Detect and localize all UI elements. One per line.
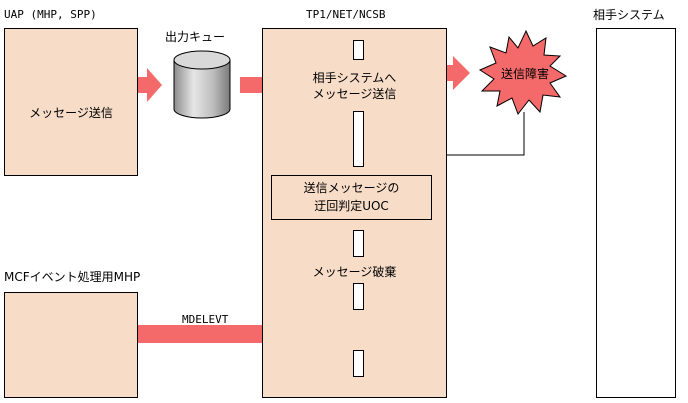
tp1-send-line2: メッセージ送信 <box>312 87 397 101</box>
tp1-send-line1: 相手システムへ <box>312 71 397 85</box>
tp1-slot-5 <box>353 350 364 377</box>
send-failure-burst <box>478 29 568 116</box>
uoc-line1: 送信メッセージの <box>303 181 400 195</box>
output-queue-cylinder <box>173 50 231 119</box>
mcf-box <box>4 292 138 398</box>
tp1-slot-2 <box>353 111 364 167</box>
partner-title: 相手システム <box>593 8 665 22</box>
tp1-slot-1 <box>353 40 364 60</box>
uap-title: UAP (MHP, SPP) <box>4 8 97 21</box>
arrow-tp1-to-mcf <box>105 315 353 353</box>
tp1-slot-4 <box>353 283 364 310</box>
queue-label: 出力キュー <box>165 30 226 44</box>
event-label: MDELEVT <box>182 313 229 326</box>
uap-body-label: メッセージ送信 <box>29 106 113 120</box>
uap-box <box>4 28 138 176</box>
discard-label: メッセージ破棄 <box>312 265 397 279</box>
uoc-line2: 迂回判定UOC <box>314 199 389 213</box>
mcf-title: MCFイベント処理用MHP <box>4 270 141 284</box>
failure-label: 送信障害 <box>500 67 549 81</box>
partner-box <box>596 28 676 398</box>
tp1-title: TP1/NET/NCSB <box>306 8 386 21</box>
tp1-slot-3 <box>353 230 364 257</box>
uoc-box <box>271 175 432 220</box>
arrow-uap-to-queue <box>133 68 162 102</box>
